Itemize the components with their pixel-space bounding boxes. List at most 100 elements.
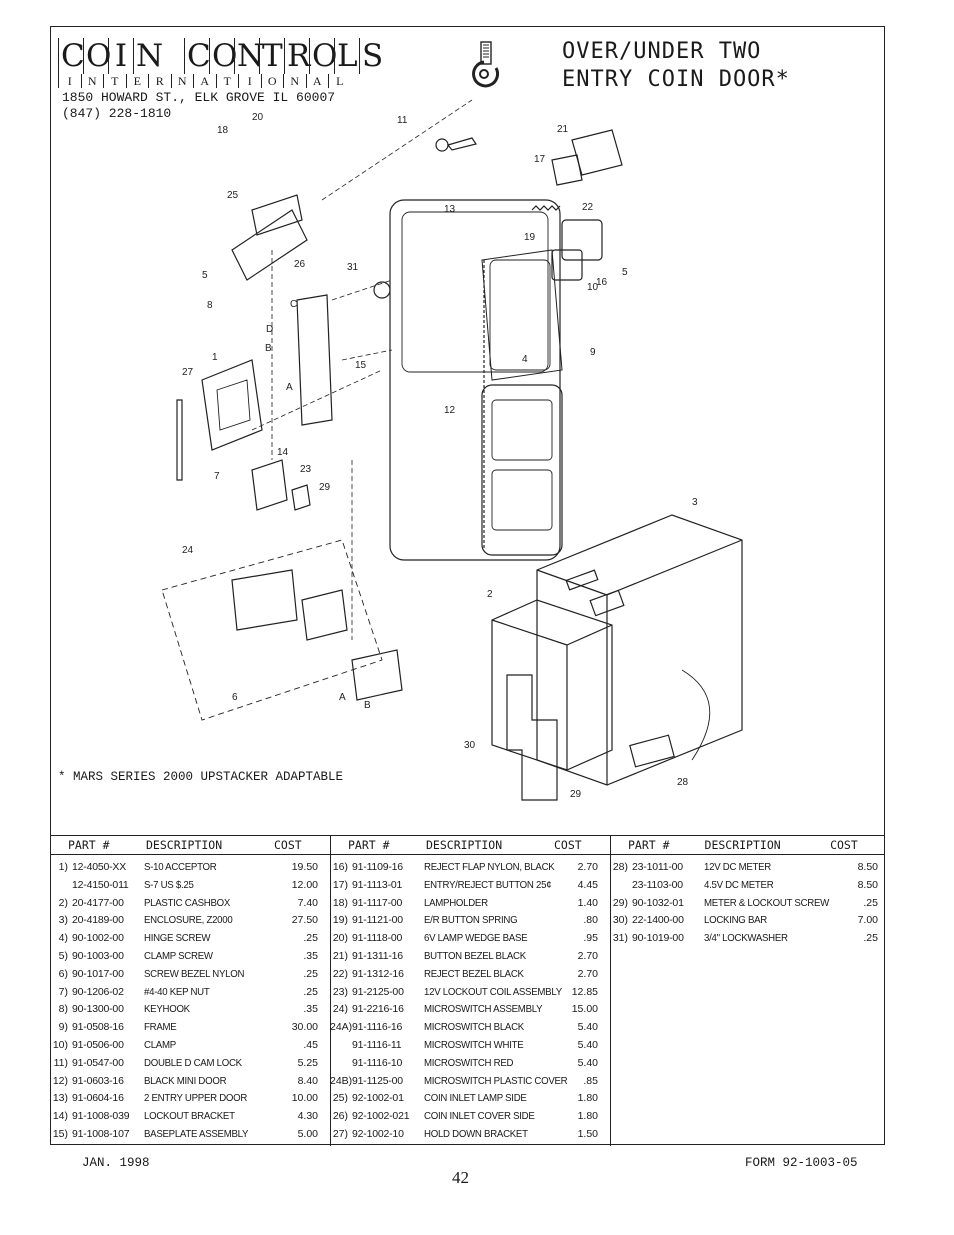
part-number: 12-4050-XX [72,861,127,873]
svg-text:17: 17 [534,154,546,165]
part-cost: .95 [583,932,598,945]
part-description: COIN INLET LAMP SIDE [424,1092,527,1105]
part-description: METER & LOCKOUT SCREW [704,896,829,909]
address-street: 1850 HOWARD ST., ELK GROVE IL 60007 [62,90,336,105]
part-description: E/R BUTTON SPRING [424,914,518,927]
svg-text:25: 25 [227,190,239,201]
part-description: 12V LOCKOUT COIL ASSEMBLY [424,985,562,998]
header-description: DESCRIPTION [426,838,503,852]
part-number: 91-1312-16 [352,967,404,980]
part-description: BLACK MINI DOOR [144,1074,227,1087]
part-description: BASEPLATE ASSEMBLY [144,1127,249,1140]
page-number: 42 [452,1168,469,1187]
logo-letter: O [309,38,337,74]
part-number: 91-0604-16 [72,1092,124,1105]
header-part: PART # [628,838,670,852]
header-description: DESCRIPTION [704,838,781,852]
part-number: 91-1125-00 [352,1074,403,1087]
part-cost: 2.70 [577,861,598,873]
item-number: 23) [332,985,348,998]
part-cost: 2.70 [577,949,598,962]
item-number: 11) [53,1056,68,1069]
part-description: S-7 US $.25 [144,878,194,891]
part-cost: 30.00 [291,1021,318,1034]
logo-letter: S [359,38,384,74]
svg-text:4: 4 [522,354,528,365]
part-description: 6V LAMP WEDGE BASE [424,932,528,945]
part-cost: .25 [303,985,318,998]
title-line-2: ENTRY COIN DOOR* [562,67,790,92]
logo-small-letter: A [193,74,216,88]
svg-text:C: C [290,299,297,310]
svg-text:23: 23 [300,464,312,475]
svg-text:8: 8 [207,300,213,311]
part-number: 91-1116-10 [352,1056,403,1069]
header-part: PART # [68,838,110,852]
item-number: 21) [332,949,348,962]
part-number: 90-1206-02 [72,985,124,998]
part-cost: 2.70 [577,967,598,980]
svg-text:6: 6 [232,692,238,703]
item-number: 15) [52,1127,68,1140]
logo-small-letter: R [148,74,171,88]
part-description: S-10 ACCEPTOR [144,861,217,873]
part-description: DOUBLE D CAM LOCK [144,1056,242,1069]
svg-text:A: A [339,692,346,703]
part-description: MICROSWITCH ASSEMBLY [424,1003,543,1016]
svg-text:21: 21 [557,124,569,135]
logo-small-letter: E [125,74,149,88]
part-description: MICROSWITCH PLASTIC COVER [424,1074,568,1087]
item-number: 3) [58,914,68,927]
part-description: LAMPHOLDER [424,896,488,909]
title-line-1: OVER/UNDER TWO [562,39,762,64]
header-cost: COST [830,838,858,852]
part-description: BUTTON BEZEL BLACK [424,949,526,962]
item-number: 25) [332,1092,348,1105]
part-number: 23-1011-00 [632,861,683,873]
svg-text:3: 3 [692,497,698,508]
part-cost: 10.00 [291,1092,318,1105]
svg-text:10: 10 [587,282,599,293]
item-number: 19) [332,914,348,927]
part-number: 91-2125-00 [352,985,404,998]
part-cost: .80 [583,914,598,927]
logo-small-letter: L [328,74,351,88]
item-number: 28) [612,861,628,873]
item-number [610,877,630,895]
logo-letter [158,38,184,74]
part-cost: 8.50 [857,878,878,891]
logo-letter: C [184,38,211,74]
item-number: 24B) [330,1074,353,1087]
part-number: 91-1117-00 [352,896,403,909]
item-number: 17) [332,878,348,891]
part-cost: .45 [303,1038,318,1051]
part-cost: 5.40 [577,1021,598,1034]
item-number: 9) [58,1021,68,1034]
svg-text:9: 9 [590,347,596,358]
logo-letter: T [259,38,284,74]
item-number [50,877,70,895]
part-number: 90-1017-00 [72,967,124,980]
logo-small-letter: O [260,74,284,88]
part-cost: .25 [863,896,878,909]
address-phone: (847) 228-1810 [62,106,172,121]
part-cost: 5.40 [577,1056,598,1069]
